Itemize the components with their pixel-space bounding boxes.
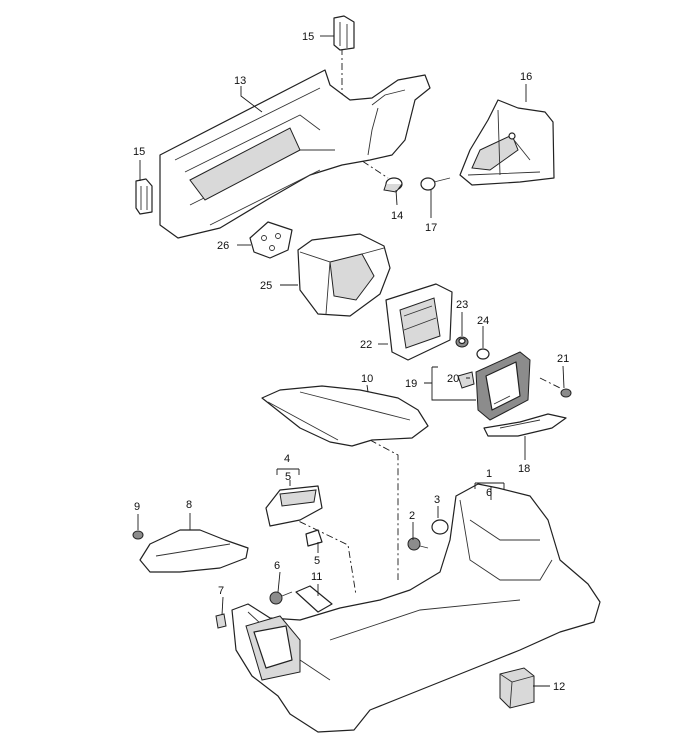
- callout-7: 7: [218, 585, 224, 597]
- part-25-housing: [297, 233, 391, 317]
- part-7-clip: [215, 613, 227, 629]
- callout-10: 10: [361, 373, 373, 385]
- callout-26: 26: [217, 240, 229, 252]
- callout-8: 8: [186, 499, 192, 511]
- part-13-side-trim: [159, 69, 431, 239]
- part-4-connector: [265, 485, 323, 527]
- callout-16: 16: [520, 71, 532, 83]
- alignment-line-10-1: [369, 439, 399, 580]
- part-5-clip: [305, 529, 323, 547]
- part-9-nut: [132, 530, 144, 540]
- callout-18: 18: [518, 463, 530, 475]
- part-14-push-pin: [383, 177, 403, 193]
- callout-13: 13: [234, 75, 246, 87]
- callout-3: 3: [434, 494, 440, 506]
- part-11-module: [295, 585, 333, 613]
- callout-11: 11: [311, 571, 322, 583]
- callout-4: 4: [284, 453, 290, 465]
- callout-20: 20: [447, 373, 459, 385]
- leader-lines: [137, 35, 565, 687]
- callout-2: 2: [409, 510, 415, 522]
- alignment-line-4-floor: [285, 514, 357, 596]
- callout-5-bracket: 5: [285, 471, 291, 483]
- callout-9: 9: [134, 501, 140, 513]
- callout-1: 1: [486, 468, 492, 480]
- callout-22: 22: [360, 339, 372, 351]
- part-3-cap: [431, 519, 449, 535]
- part-15-top-clip: [333, 15, 355, 51]
- part-26-bracket-plate: [249, 221, 293, 259]
- part-19-bezel: [475, 351, 531, 421]
- callouts: 15 13 16 15 14 17 26 25 23 24 22 21 20 1…: [133, 31, 569, 693]
- callout-19: 19: [405, 378, 417, 390]
- alignment-line-21: [539, 377, 561, 389]
- part-22-frame: [385, 283, 453, 361]
- callout-23: 23: [456, 299, 468, 311]
- callout-15-top: 15: [302, 31, 314, 43]
- callout-6: 6: [274, 560, 280, 572]
- callout-25: 25: [260, 280, 272, 292]
- callout-12: 12: [553, 681, 565, 693]
- part-8-cover: [139, 529, 249, 573]
- part-21-screw: [560, 388, 572, 398]
- callout-14: 14: [391, 210, 403, 222]
- part-1-floor-carpet: [231, 483, 601, 733]
- part-6-bolt: [269, 591, 293, 605]
- callout-24: 24: [477, 315, 489, 327]
- part-24-cap: [476, 348, 490, 360]
- part-16-rear-corner-trim: [459, 99, 555, 186]
- callout-17: 17: [425, 222, 437, 234]
- part-17-screw: [420, 177, 451, 191]
- part-10-panel: [261, 385, 429, 447]
- part-12-block: [499, 667, 535, 709]
- callout-5: 5: [314, 555, 320, 567]
- part-15-left-clip: [135, 178, 153, 215]
- part-23-grommet: [455, 336, 469, 348]
- callout-21: 21: [557, 353, 569, 365]
- part-2-bolt: [407, 537, 429, 551]
- part-20-clip: [457, 371, 475, 389]
- callout-6-bracket: 6: [486, 487, 492, 499]
- part-18-cover-strip: [483, 413, 567, 437]
- callout-15-left: 15: [133, 146, 145, 158]
